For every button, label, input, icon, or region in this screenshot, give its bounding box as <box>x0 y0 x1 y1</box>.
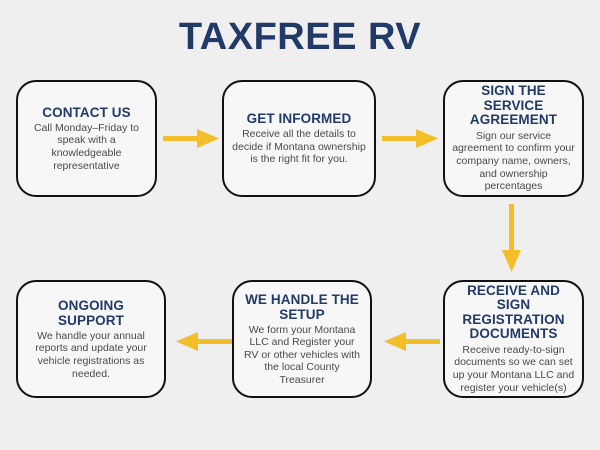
flow-step-title: WE HANDLE THE SETUP <box>245 291 359 322</box>
arrow-down-icon <box>500 204 524 272</box>
flow-step-sign-agreement[interactable]: SIGN THE SERVICE AGREEMENT Sign our serv… <box>443 80 584 197</box>
flow-step-contact-us[interactable]: CONTACT US Call Monday–Friday to speak w… <box>16 80 157 197</box>
flow-step-receive-sign[interactable]: RECEIVE AND SIGN REGISTRATION DOCUMENTS … <box>443 280 584 398</box>
flow-step-body: We form your Montana LLC and Register yo… <box>244 323 360 386</box>
flow-step-body: Receive ready-to-sign documents so we ca… <box>452 343 575 394</box>
arrow-left-icon <box>170 330 232 354</box>
flow-step-body: Call Monday–Friday to speak with a knowl… <box>33 121 140 172</box>
flow-step-get-informed[interactable]: GET INFORMED Receive all the details to … <box>222 80 376 197</box>
flow-step-title: GET INFORMED <box>246 111 352 127</box>
flow-step-body: Sign our service agreement to confirm yo… <box>452 129 575 193</box>
flow-step-title: RECEIVE AND SIGN REGISTRATION DOCUMENTS <box>462 282 565 342</box>
arrow-right-icon <box>163 127 219 151</box>
flow-step-we-handle-setup[interactable]: WE HANDLE THE SETUP We form your Montana… <box>232 280 372 398</box>
flow-step-title: SIGN THE SERVICE AGREEMENT <box>469 83 558 128</box>
flow-step-body: Receive all the details to decide if Mon… <box>232 128 366 166</box>
flow-step-title: CONTACT US <box>42 104 131 120</box>
arrow-left-icon <box>378 330 440 354</box>
flow-step-title: ONGOING SUPPORT <box>58 297 124 328</box>
arrow-right-icon <box>382 127 438 151</box>
flow-step-body: We handle your annual reports and update… <box>35 329 147 380</box>
flow-step-ongoing-support[interactable]: ONGOING SUPPORT We handle your annual re… <box>16 280 166 398</box>
page-title: TAXFREE RV <box>178 16 422 58</box>
